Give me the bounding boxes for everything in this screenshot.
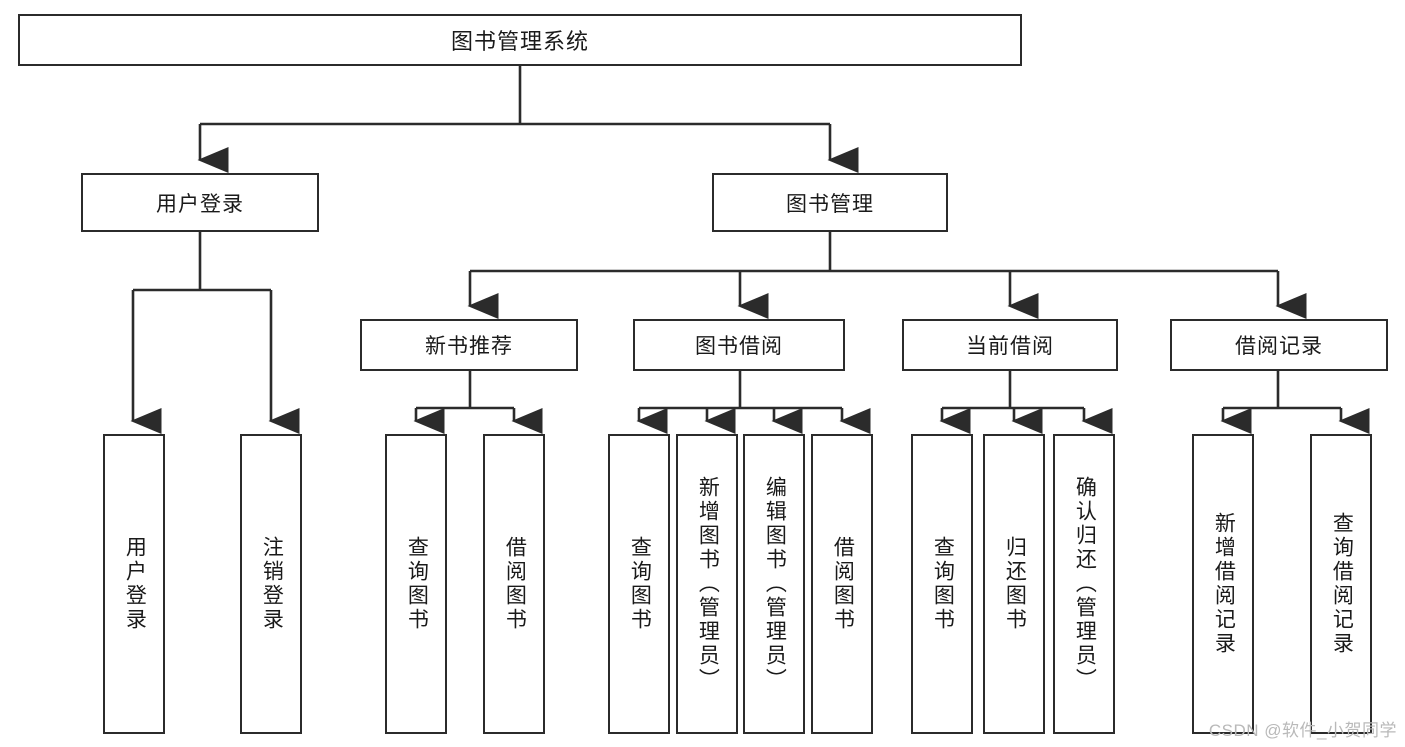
- node-borrow-record[interactable]: 借阅记录: [1170, 319, 1388, 371]
- node-leaf-query-book-borrow-label: 查询图书: [628, 536, 652, 632]
- csdn-watermark: CSDN @软件_小贺同学: [1208, 721, 1397, 740]
- node-current-borrow-label: 当前借阅: [966, 335, 1054, 358]
- node-leaf-query-record[interactable]: 查询借阅记录: [1310, 434, 1372, 734]
- node-leaf-query-book-cur-label: 查询图书: [931, 536, 955, 632]
- node-leaf-query-book-rec[interactable]: 查询图书: [385, 434, 447, 734]
- node-leaf-return-book-label: 归还图书: [1003, 536, 1027, 632]
- node-leaf-borrow-book-label: 借阅图书: [831, 536, 855, 632]
- node-leaf-query-book-cur[interactable]: 查询图书: [911, 434, 973, 734]
- node-book-borrow-label: 图书借阅: [695, 335, 783, 358]
- node-leaf-add-record-label: 新增借阅记录: [1212, 512, 1236, 656]
- node-new-book-recommend-label: 新书推荐: [425, 335, 513, 358]
- node-book-borrow[interactable]: 图书借阅: [633, 319, 845, 371]
- node-leaf-edit-book[interactable]: 编辑图书（管理员）: [743, 434, 805, 734]
- node-root-label: 图书管理系统: [450, 29, 589, 54]
- node-leaf-borrow-book-rec-label: 借阅图书: [503, 536, 527, 632]
- node-leaf-user-logout-label: 注销登录: [260, 536, 284, 632]
- node-leaf-borrow-book-rec[interactable]: 借阅图书: [483, 434, 545, 734]
- node-book-manage-label: 图书管理: [786, 192, 874, 216]
- node-user-login[interactable]: 用户登录: [81, 173, 319, 232]
- node-user-login-label: 用户登录: [156, 192, 244, 216]
- node-root[interactable]: 图书管理系统: [18, 14, 1022, 66]
- node-borrow-record-label: 借阅记录: [1235, 335, 1323, 358]
- node-leaf-add-book[interactable]: 新增图书（管理员）: [676, 434, 738, 734]
- node-leaf-query-record-label: 查询借阅记录: [1330, 512, 1354, 656]
- node-current-borrow[interactable]: 当前借阅: [902, 319, 1118, 371]
- node-leaf-add-book-label: 新增图书（管理员）: [696, 476, 720, 692]
- node-leaf-query-book-rec-label: 查询图书: [405, 536, 429, 632]
- node-leaf-return-book[interactable]: 归还图书: [983, 434, 1045, 734]
- node-leaf-confirm-return[interactable]: 确认归还（管理员）: [1053, 434, 1115, 734]
- node-leaf-edit-book-label: 编辑图书（管理员）: [763, 476, 787, 692]
- node-leaf-query-book-borrow[interactable]: 查询图书: [608, 434, 670, 734]
- node-leaf-user-login-label: 用户登录: [123, 536, 147, 632]
- node-leaf-add-record[interactable]: 新增借阅记录: [1192, 434, 1254, 734]
- node-new-book-recommend[interactable]: 新书推荐: [360, 319, 578, 371]
- node-leaf-user-logout[interactable]: 注销登录: [240, 434, 302, 734]
- node-leaf-borrow-book[interactable]: 借阅图书: [811, 434, 873, 734]
- node-leaf-user-login[interactable]: 用户登录: [103, 434, 165, 734]
- node-book-manage[interactable]: 图书管理: [712, 173, 948, 232]
- node-leaf-confirm-return-label: 确认归还（管理员）: [1073, 476, 1097, 692]
